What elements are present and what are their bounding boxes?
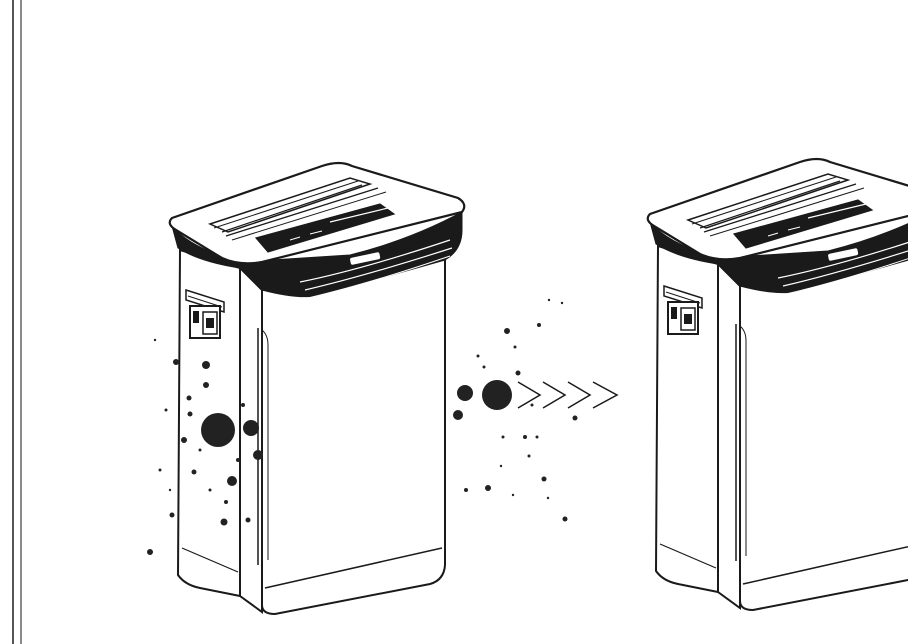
- airflow-arrow: [542, 381, 567, 409]
- dust-particles: [147, 338, 263, 555]
- air-purifier-dirty: [168, 161, 466, 616]
- airflow-arrow: [517, 381, 542, 409]
- airflow-arrows: [517, 381, 619, 409]
- air-purifier-clean: [646, 157, 908, 612]
- flow-particles: [453, 298, 578, 522]
- left-frame-rule: [12, 0, 22, 644]
- airflow-arrow: [592, 381, 619, 409]
- airflow-arrow: [567, 381, 592, 409]
